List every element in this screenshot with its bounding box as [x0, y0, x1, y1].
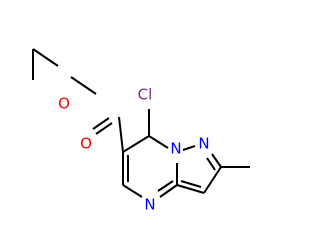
atom-labels: O O Cl N N N: [58, 86, 210, 214]
bond-lines: [32, 48, 250, 198]
atom-nitrogen-pyrimidine: N: [144, 196, 155, 214]
bond-c7-n-bridge: [148, 135, 169, 149]
bond-n4-c3a: [159, 184, 178, 198]
bond-n4-c3a-double: [157, 180, 174, 192]
bond-n2-c2-double: [206, 157, 216, 171]
bond-c5-n4: [122, 184, 143, 198]
bond-n2-c2: [211, 153, 222, 168]
bond-c3-c3a-double: [180, 180, 202, 188]
bond-carbonyl-c-ring: [118, 116, 124, 153]
bond-c3-c3a: [176, 184, 205, 194]
bond-c2-c3: [203, 166, 222, 194]
atom-nitrogen-pyrazole: N: [198, 135, 209, 153]
atom-oxygen-carbonyl: O: [80, 135, 92, 153]
atom-nitrogen-bridge: N: [170, 140, 181, 158]
atom-oxygen-ether: O: [58, 95, 70, 113]
molecule-structure: O O Cl N N N: [32, 48, 250, 214]
bond-n-bridge-n2: [182, 145, 196, 151]
bond-ch2-o-ether: [32, 48, 59, 67]
bond-carbonyl-double-a: [95, 122, 113, 135]
atom-chlorine: Cl: [138, 86, 153, 104]
bond-o-ether-carbonyl-c: [70, 76, 97, 95]
bond-c7-cl-carbon: [122, 135, 150, 153]
bond-carbonyl-double-b: [92, 117, 110, 130]
